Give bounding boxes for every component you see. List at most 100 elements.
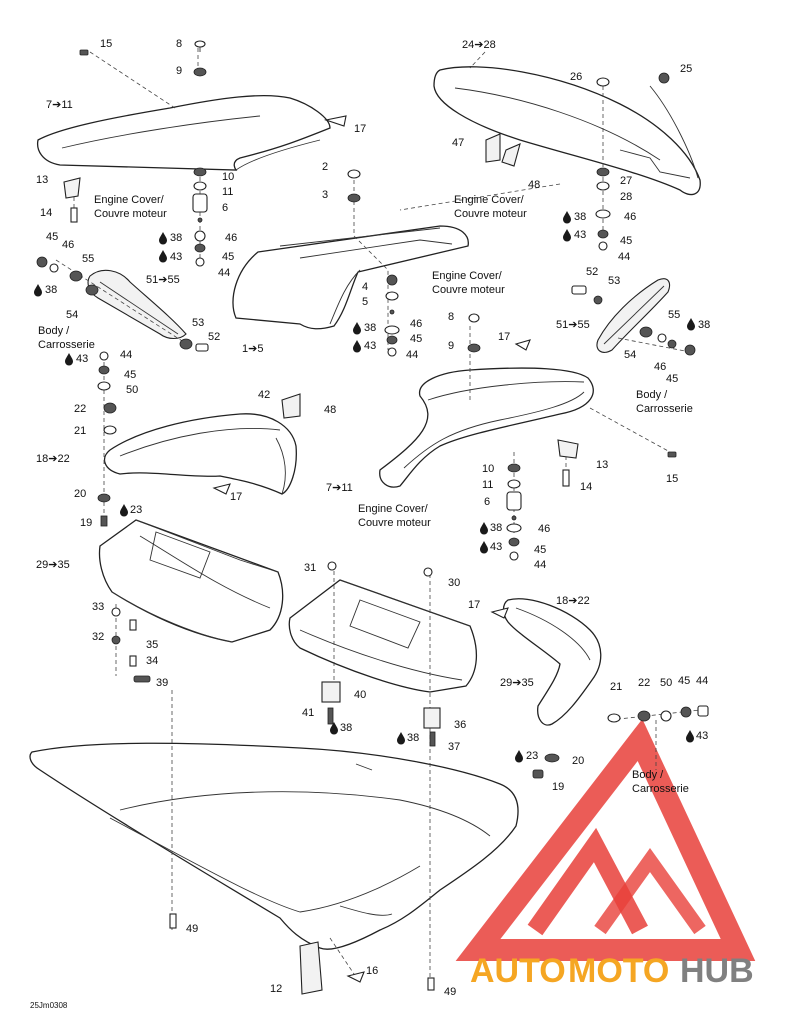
screw-8-mid-icon [468,313,480,323]
callout-25: 25 [680,63,692,75]
callout-43: 43 [170,251,182,263]
center-cover-fasteners-icon [347,169,400,357]
annotation-labels: Engine Cover/ Couvre moteur Engine Cover… [30,194,693,1010]
callout-9-mid: 9 [448,340,454,352]
callout-50-r: 50 [660,677,672,689]
callout-7-11-mid: 7➔11 [326,482,353,494]
callout-15-mid: 15 [666,473,678,485]
left-side-tray [103,413,297,495]
left-seat-cushion [98,519,284,643]
callout-13-mid: 13 [596,459,608,471]
callout-38-mid: 38 [490,522,502,534]
callout-51-55-r: 51➔55 [556,319,590,331]
pin-14-mid-icon [562,469,570,487]
bolt-15-mid-icon [667,451,677,458]
callout-3: 3 [322,189,328,201]
clip-16-icon [346,971,365,983]
bracket-12 [299,941,323,995]
callout-7-11: 7➔11 [46,99,73,111]
callout-6-mid: 6 [484,496,490,508]
callout-46-c: 46 [410,318,422,330]
engine-cover-note-3a: Engine Cover/ [432,270,503,282]
clip-25-icon [658,72,670,84]
callout-43-rr: 43 [696,730,708,742]
left-tray-fasteners-icon [97,351,117,527]
callout-38-l: 38 [45,284,57,296]
callout-8-mid: 8 [448,311,454,323]
footer-code: 25Jm0308 [30,1001,68,1010]
stack-10-6-icon [192,167,208,267]
callout-38-c: 38 [364,322,376,334]
left-body-fastener-icon [36,256,209,352]
clip-17-top-icon [323,115,347,127]
callout-30: 30 [448,577,460,589]
callout-28: 28 [620,191,632,203]
callout-49-l: 49 [186,923,198,935]
callout-45-mid: 45 [534,544,546,556]
callout-18-22-r: 18➔22 [556,595,590,607]
callout-45-r: 45 [666,373,678,385]
callout-46: 46 [225,232,237,244]
callout-48-lm: 48 [324,404,336,416]
engine-cover-note-1b: Couvre moteur [94,208,167,220]
callout-17: 17 [354,123,366,135]
callout-14-mid: 14 [580,481,592,493]
callout-52-l: 52 [208,331,220,343]
watermark-moto-text: MOTO [568,952,669,990]
bracket-48-icon [501,143,521,167]
hardware-fasteners [36,40,709,991]
callout-45-l: 45 [46,231,58,243]
body-note-2a: Body / [636,389,668,401]
callout-40: 40 [354,689,366,701]
callout-29-35-c: 29➔35 [500,677,534,689]
stack-27-28-icon [595,167,611,251]
callout-27: 27 [620,175,632,187]
callout-46-l: 46 [62,239,74,251]
callout-17-mid: 17 [498,331,510,343]
callout-43-lm: 43 [76,353,88,365]
engine-cover-note-2b: Couvre moteur [454,208,527,220]
callout-55-r: 55 [668,309,680,321]
callout-18-22-l: 18➔22 [36,453,70,465]
callout-44-mid: 44 [534,559,546,571]
callout-44-rr: 44 [696,675,708,687]
callout-48: 48 [528,179,540,191]
engine-cover-note-4a: Engine Cover/ [358,503,429,515]
body-note-1a: Body / [38,325,70,337]
callout-38-seat2: 38 [407,732,419,744]
callout-14: 14 [40,207,52,219]
callout-38-seat: 38 [340,722,352,734]
center-long-cover [379,367,594,488]
callout-23-r: 23 [526,750,538,762]
grommet-9-top-icon [193,67,207,77]
watermark-hub-text: HUB [680,952,754,990]
engine-cover-note-2a: Engine Cover/ [454,194,525,206]
watermark-auto-text: AUTO [470,952,566,990]
callout-55-l: 55 [82,253,94,265]
callout-49-r: 49 [444,986,456,998]
callout-10: 10 [222,171,234,183]
callout-38-r: 38 [698,319,710,331]
callout-15: 15 [100,38,112,50]
callout-38: 38 [170,232,182,244]
callout-42: 42 [258,389,270,401]
callout-44-c: 44 [406,349,418,361]
top-left-side-cover [36,94,331,171]
callout-5: 5 [362,296,368,308]
callout-52-r: 52 [586,266,598,278]
bolt-15-top-icon [79,49,89,56]
callout-44-lm: 44 [120,349,132,361]
callout-43-mid: 43 [490,541,502,553]
callout-17-r: 17 [468,599,480,611]
callout-34: 34 [146,655,158,667]
right-tray-hardware-icon [532,705,709,779]
bracket-47-icon [485,133,501,163]
callout-47: 47 [452,137,464,149]
callout-20-l: 20 [74,488,86,500]
callout-45-rr: 45 [678,675,690,687]
callout-41: 41 [302,707,314,719]
callout-38-tr: 38 [574,211,586,223]
callout-23-l: 23 [130,504,142,516]
callout-8: 8 [176,38,182,50]
